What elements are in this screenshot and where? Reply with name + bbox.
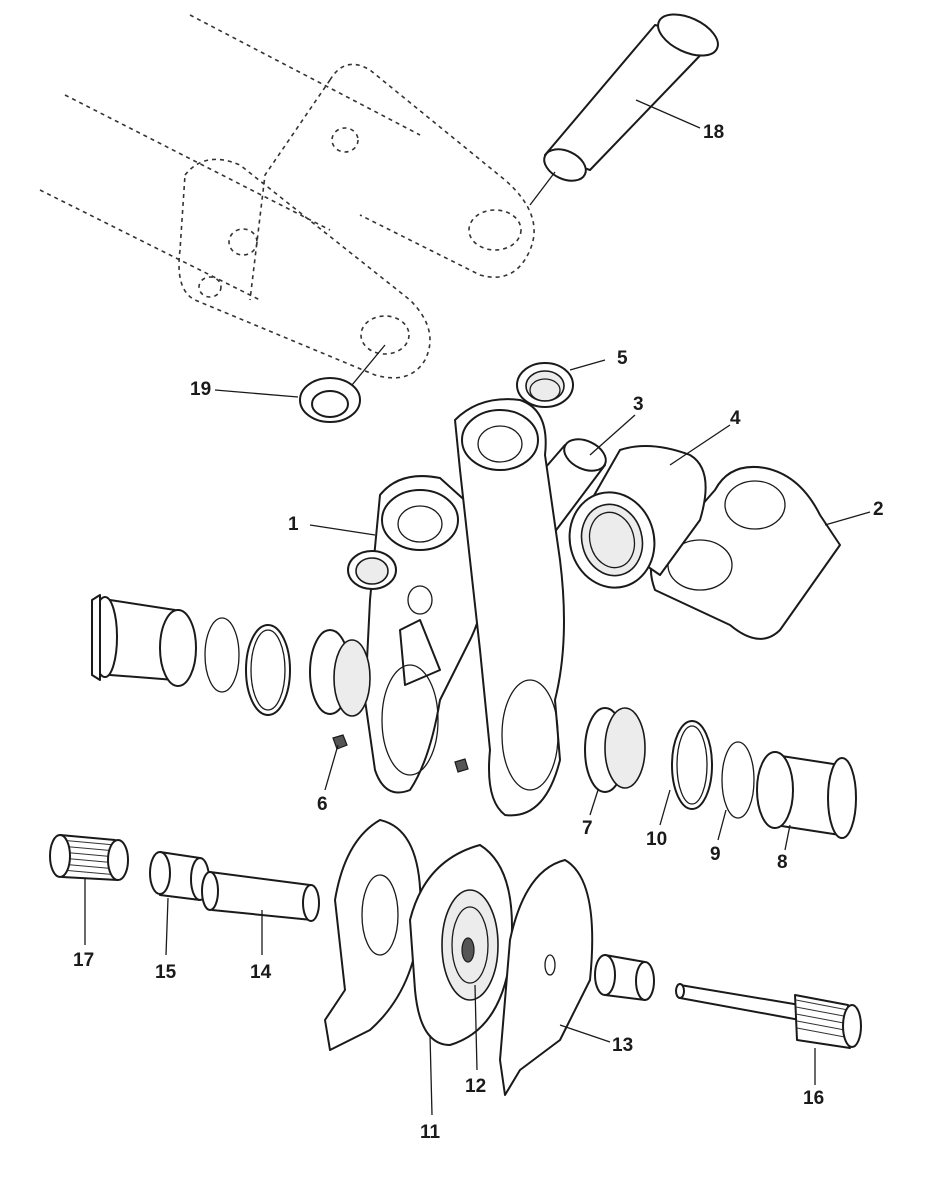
callout-13: 13: [612, 1035, 633, 1056]
part-14-pin: [201, 871, 320, 922]
callout-11: 11: [420, 1122, 441, 1143]
leader-lines: [84, 99, 871, 1116]
bottom-plates: [324, 819, 594, 1096]
part-18-pin: [529, 13, 719, 206]
callout-5: 5: [617, 348, 628, 369]
part-6-grease-fitting: [332, 734, 469, 773]
part-5-bushing: [516, 362, 574, 408]
callout-17: 17: [73, 950, 94, 971]
callout-18: 18: [703, 122, 724, 143]
callout-19: 19: [190, 379, 211, 400]
part-15-bushing: [149, 851, 210, 901]
callout-15: 15: [155, 962, 177, 983]
callout-2: 2: [873, 499, 884, 520]
callout-14: 14: [250, 962, 272, 983]
part-4-sleeve: [568, 445, 707, 589]
callout-6: 6: [317, 794, 328, 815]
left-sleeve-assembly: [91, 594, 371, 717]
callout-labels: 18 19 5 3 4 2 1 6 7 10 9 8 17 15 14 13 1…: [73, 122, 884, 1143]
callout-10: 10: [646, 829, 667, 850]
callout-1: 1: [288, 514, 299, 535]
part-19-washer: [299, 344, 386, 423]
part-16-bolt: [594, 954, 862, 1049]
callout-4: 4: [730, 408, 741, 429]
phantom-arm-outline: [39, 14, 535, 379]
callout-8: 8: [777, 852, 788, 873]
callout-9: 9: [710, 844, 721, 865]
part-17-threaded-sleeve: [49, 834, 129, 881]
callout-7: 7: [582, 818, 593, 839]
callout-3: 3: [633, 394, 644, 415]
callout-16: 16: [803, 1088, 824, 1109]
right-sleeve-assembly: [584, 707, 857, 839]
callout-12: 12: [465, 1076, 486, 1097]
part-1-main-body: [347, 398, 565, 817]
